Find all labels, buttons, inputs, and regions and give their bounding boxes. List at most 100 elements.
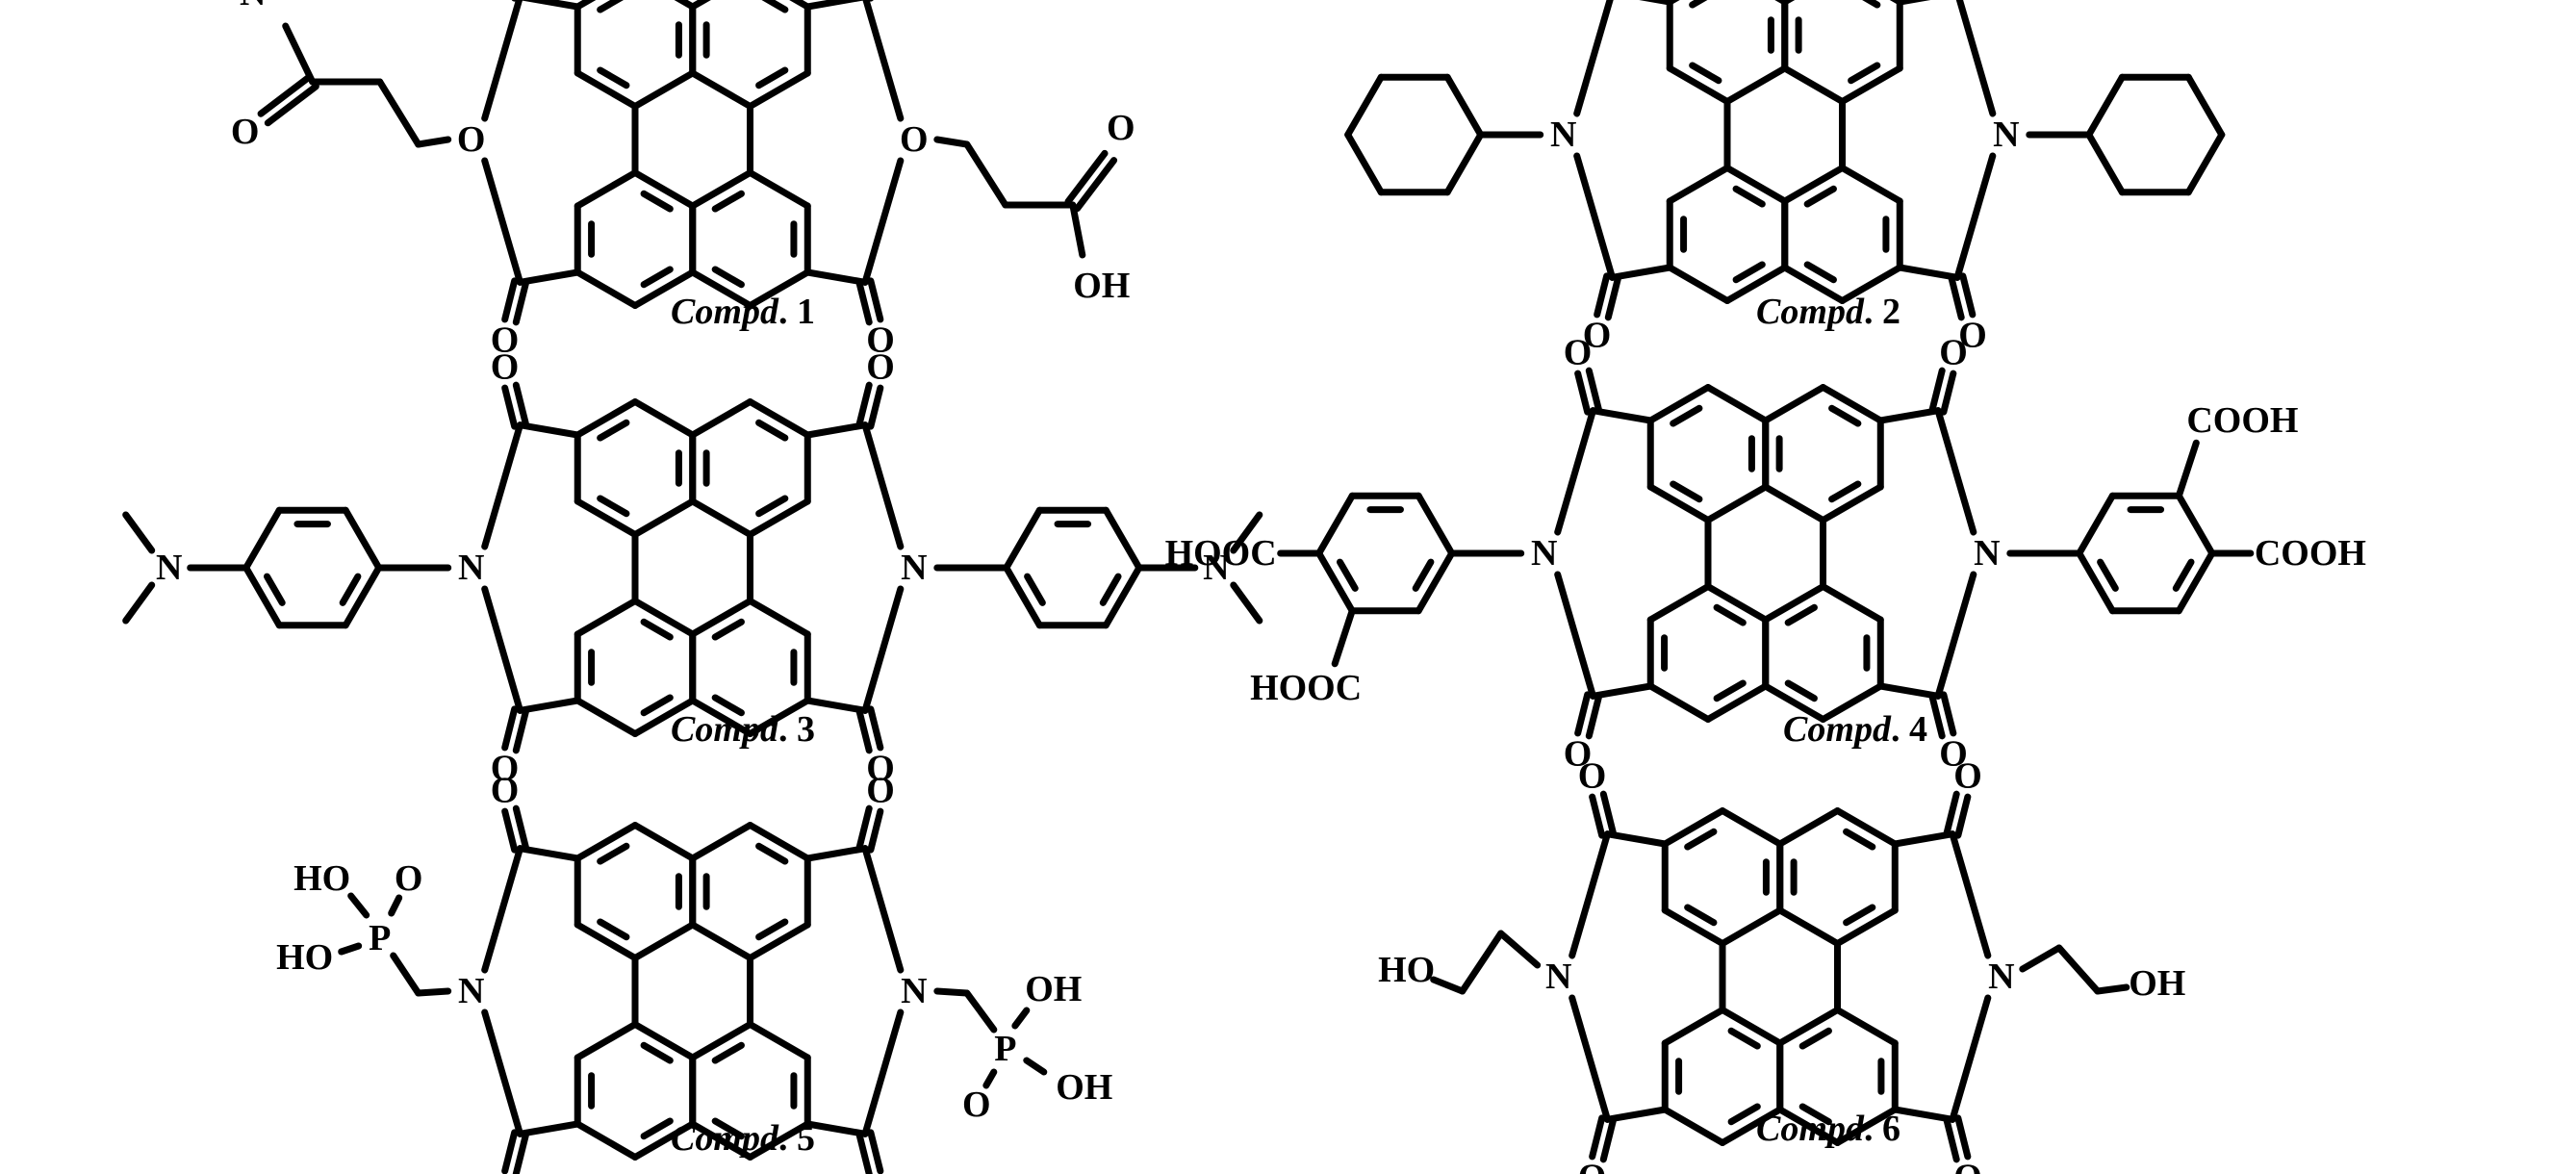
double-bond-line — [640, 694, 674, 717]
ring-bond — [1666, 264, 1731, 304]
ring-bond — [1608, 264, 1673, 281]
caption-prefix: Compd — [671, 709, 779, 750]
caption-prefix: Compd — [1756, 292, 1865, 332]
ring-bond — [1589, 407, 1654, 424]
atom-label: O — [866, 1171, 895, 1174]
double-bond-line — [855, 280, 873, 326]
double-bond-line — [1585, 694, 1602, 740]
ring-bond — [342, 506, 383, 572]
double-bond-line — [1024, 573, 1046, 606]
double-bond-line — [264, 83, 319, 127]
bond — [122, 581, 156, 625]
atom-label: O — [491, 748, 520, 788]
bond — [1459, 930, 1505, 995]
atom-label: O — [395, 858, 423, 899]
atom-label: O — [866, 771, 895, 811]
ring-bond — [1820, 483, 1884, 523]
ring-bond — [481, 157, 523, 286]
ring-bond — [689, 169, 754, 210]
ring-bond — [689, 921, 754, 961]
ring-bond — [631, 69, 697, 110]
ring-bond — [1762, 384, 1827, 424]
ring-bond — [747, 822, 811, 862]
atom-label: P — [994, 1029, 1016, 1069]
ring-bond — [1661, 1106, 1726, 1146]
ring-bond — [1839, 165, 1903, 205]
ring-bond — [574, 498, 639, 538]
double-bond-line — [1803, 185, 1837, 208]
ring-bond — [1719, 906, 1784, 947]
ring-bond — [689, 697, 754, 737]
ring-bond — [1762, 583, 1827, 624]
ring-bond — [1723, 264, 1789, 304]
ring-bond — [519, 0, 581, 11]
ring-bond — [1820, 682, 1884, 723]
bond — [2094, 983, 2130, 995]
atom-label: O — [866, 319, 895, 360]
ring-bond — [481, 585, 523, 714]
double-bond-line — [855, 804, 873, 851]
ring-bond — [803, 845, 869, 862]
double-bond-line — [1099, 573, 1122, 606]
ring-bond — [481, 0, 523, 122]
ring-bond — [516, 421, 581, 439]
double-bond-line — [264, 573, 286, 606]
atom-label: N — [1531, 533, 1557, 574]
caption-number: . 2 — [1864, 292, 1900, 332]
ring-bond — [1102, 564, 1143, 629]
double-bond-line — [597, 0, 625, 13]
atom-label: COOH — [2186, 400, 2298, 441]
atom-label: O — [866, 347, 895, 388]
double-bond-line — [711, 694, 745, 717]
double-bond-line — [1948, 275, 1965, 321]
ring-bond — [2076, 492, 2116, 557]
compound-1: HOOONOONOOOHCompd. 1 — [231, 0, 1135, 360]
ring-bond — [1776, 807, 1842, 848]
ring-bond — [803, 421, 869, 439]
ring-bond — [803, 268, 869, 286]
double-bond-line — [501, 1129, 519, 1174]
ring-bond — [1876, 407, 1942, 424]
ring-bond — [674, 0, 697, 11]
caption-number: . 6 — [1864, 1109, 1900, 1149]
ring-bond — [631, 1120, 697, 1161]
double-bond-line — [1064, 149, 1109, 205]
double-bond-line — [711, 1041, 745, 1064]
ring-bond — [242, 506, 283, 572]
atom-label: P — [369, 918, 391, 958]
ring-bond — [1896, 0, 1931, 6]
double-bond-line — [855, 381, 873, 427]
bond — [347, 892, 370, 919]
ring-bond — [1344, 73, 1385, 139]
bond — [982, 1068, 998, 1089]
atom-label: COOH — [2255, 533, 2366, 574]
ring-bond — [1834, 906, 1899, 947]
ring-bond — [1704, 682, 1770, 723]
bond — [122, 511, 156, 554]
ring-bond — [574, 69, 639, 110]
bond — [1230, 581, 1263, 625]
double-bond-line — [501, 384, 519, 430]
bond — [2055, 944, 2102, 995]
double-bond-line — [711, 618, 745, 641]
atom-label: N — [1988, 957, 2014, 997]
ring-bond — [2175, 492, 2216, 557]
ring-bond — [516, 845, 581, 862]
ring-bond — [861, 585, 905, 714]
bond — [933, 987, 971, 997]
double-bond-line — [1940, 370, 1957, 416]
double-bond-line — [1713, 679, 1747, 702]
ring-bond — [481, 845, 523, 974]
ring-bond — [1554, 571, 1596, 700]
ring-bond — [631, 921, 697, 961]
ring-bond — [747, 921, 811, 961]
bond — [415, 136, 452, 148]
ring-bond — [574, 598, 639, 638]
atom-label: N — [901, 548, 927, 588]
ring-bond — [1646, 483, 1712, 523]
double-bond-line — [755, 66, 789, 89]
double-bond-line — [339, 573, 362, 606]
atom-label: O — [1939, 333, 1968, 373]
